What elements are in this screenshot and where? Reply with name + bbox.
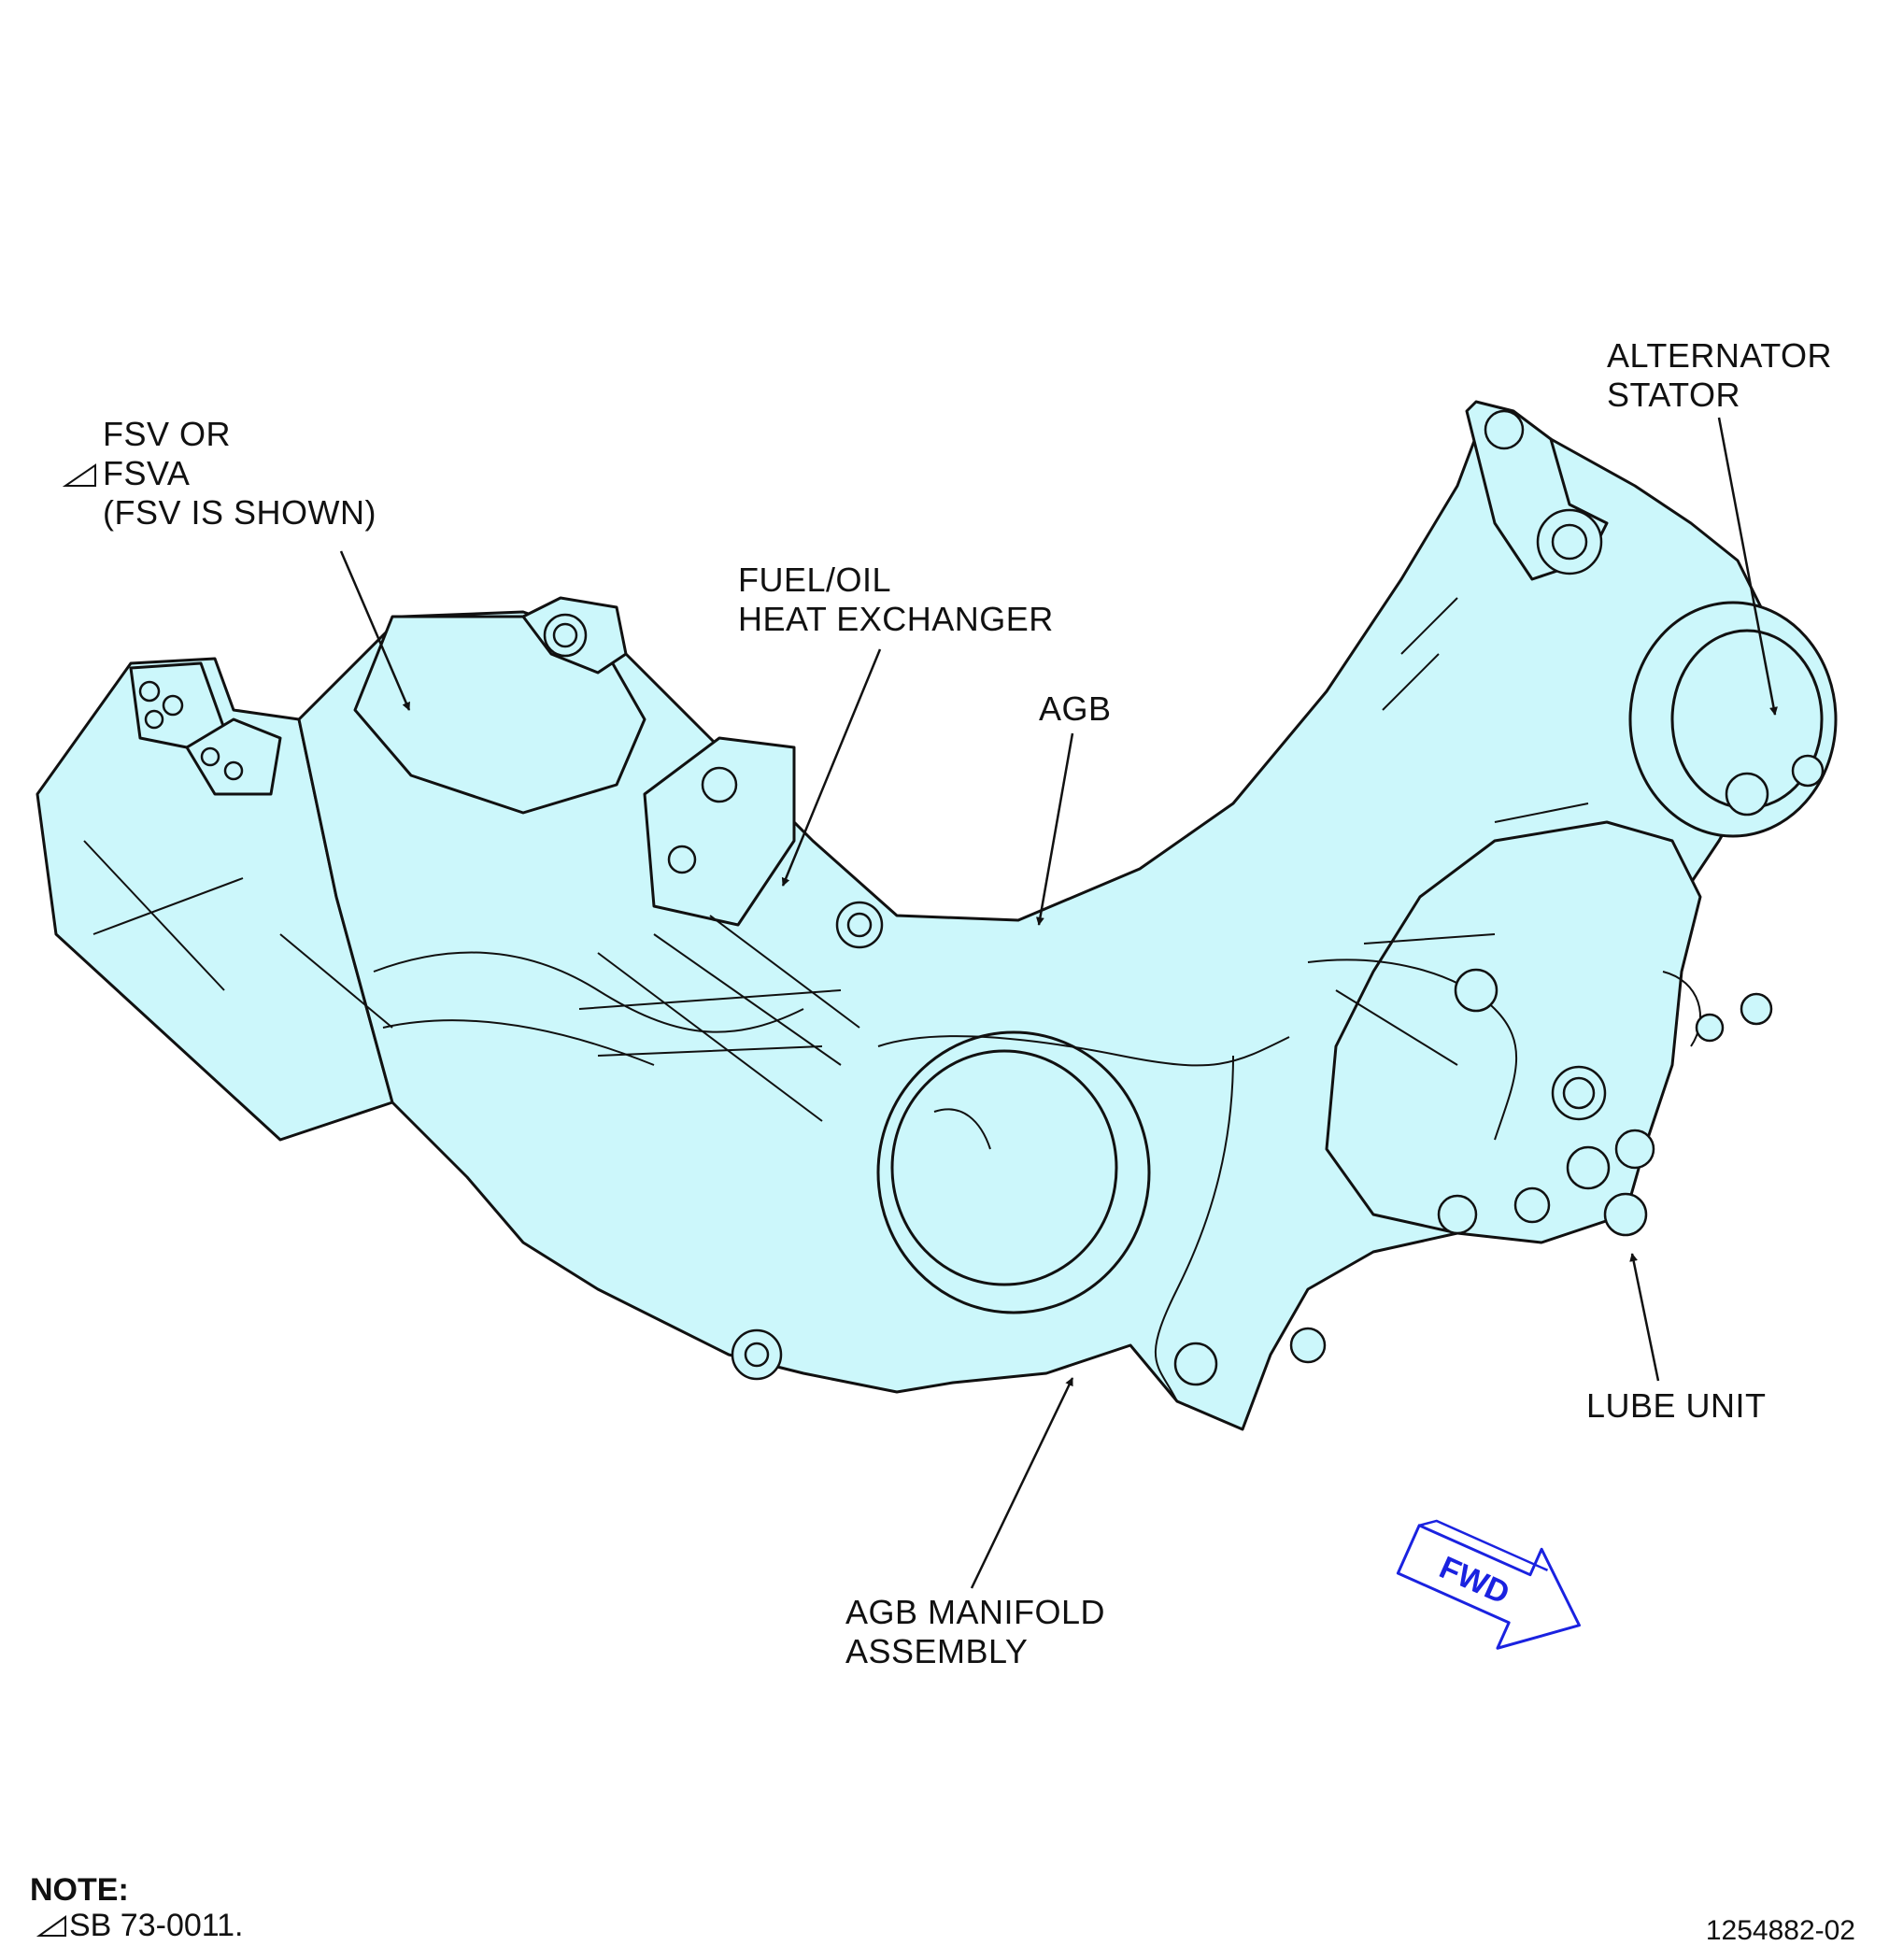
leader-fsv xyxy=(339,550,411,711)
label-lube-unit: LUBE UNIT xyxy=(1586,1386,1767,1425)
note-title: NOTE: xyxy=(30,1872,129,1908)
fwd-arrow-icon: FWD xyxy=(1396,1519,1581,1650)
note-text: SB 73-0011. xyxy=(69,1908,244,1943)
leader-fuel-oil xyxy=(781,648,882,887)
label-agb: AGB xyxy=(1039,689,1112,728)
leader-lines xyxy=(339,417,1778,1589)
engine-fittings xyxy=(138,409,1825,1386)
leader-alternator xyxy=(1717,417,1778,716)
leader-agb xyxy=(1035,732,1074,926)
effectivity-triangle-icon xyxy=(36,1915,66,1937)
figure-id: 1254882-02 xyxy=(1705,1915,1855,1946)
effectivity-triangle-icon xyxy=(62,463,96,487)
leader-lube xyxy=(1629,1253,1660,1382)
label-agb-manifold-assembly: AGB MANIFOLD ASSEMBLY xyxy=(845,1593,1106,1670)
label-alternator-stator: ALTERNATOR STATOR xyxy=(1607,336,1833,414)
leader-manifold xyxy=(970,1377,1074,1589)
label-fsv: FSV OR FSVA (FSV IS SHOWN) xyxy=(103,415,376,532)
engine-detail-lines xyxy=(83,597,1701,1402)
label-fuel-oil-heat-exchanger: FUEL/OIL HEAT EXCHANGER xyxy=(738,561,1054,638)
